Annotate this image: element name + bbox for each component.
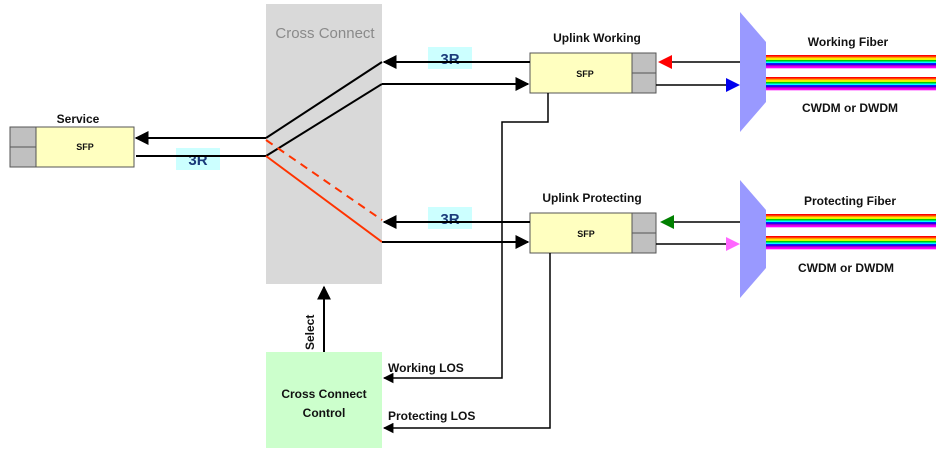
r3-protecting: 3R — [428, 207, 472, 229]
working-fiber-top-stripe — [766, 55, 936, 57]
r3-service-box — [176, 148, 220, 170]
protecting-fiber-top-stripe — [766, 222, 936, 225]
protecting-los-label: Protecting LOS — [388, 409, 475, 423]
working-mux — [740, 12, 766, 132]
working-fiber-bottom-stripe — [766, 78, 936, 81]
control-line-1: Cross Connect — [281, 387, 366, 401]
r3-working-box — [428, 47, 472, 69]
protecting-fiber-title: Protecting Fiber — [804, 194, 896, 208]
working-fiber-bottom-stripe — [766, 88, 936, 91]
r3-working: 3R — [428, 47, 472, 69]
uplink-working-sfp — [529, 52, 633, 94]
control-box — [266, 352, 382, 448]
protecting-fiber-bottom-stripe — [766, 240, 936, 243]
working-fiber-top-stripe — [766, 64, 936, 67]
cross-connect-title: Cross Connect — [275, 25, 375, 42]
cross-connect-control: Cross Connect Control — [266, 352, 382, 448]
uplink-protecting-sfp-label: SFP — [577, 229, 595, 239]
uplink-working-block: Uplink Working SFP — [529, 31, 657, 94]
cross-connect: Cross Connect — [266, 4, 382, 284]
protecting-fiber-bottom-stripe — [766, 236, 936, 238]
working-fiber-bottom-stripe — [766, 83, 936, 86]
working-fiber-top-stripe — [766, 58, 936, 61]
uplink-protecting-title: Uplink Protecting — [542, 191, 641, 205]
select-label: Select — [303, 315, 317, 350]
uplink-working-sfp-label: SFP — [576, 69, 594, 79]
r3-service: 3R — [176, 148, 220, 170]
working-los-label: Working LOS — [388, 361, 464, 375]
r3-working-label: 3R — [440, 51, 459, 68]
working-fiber-top-stripe — [766, 61, 936, 64]
protecting-fiber-bottom-stripe — [766, 239, 936, 242]
xc-path-protect-dashed — [265, 139, 383, 221]
working-fiber-title: Working Fiber — [808, 35, 889, 49]
working-fiber-band-bottom — [766, 77, 936, 91]
working-fiber-bottom-stripe — [766, 86, 936, 89]
working-fiber-band-top — [766, 55, 936, 69]
protecting-fiber-top-stripe — [766, 223, 936, 226]
protecting-in-arrowhead — [660, 215, 674, 229]
r3-service-label: 3R — [188, 152, 207, 169]
protecting-out-arrowhead — [726, 237, 740, 251]
xc-path-working-1 — [265, 61, 383, 139]
protecting-fiber-bottom-stripe — [766, 237, 936, 240]
working-fiber-top-stripe — [766, 66, 936, 69]
r3-protecting-box — [428, 207, 472, 229]
working-fiber-subtitle: CWDM or DWDM — [802, 101, 898, 115]
working-fiber-top-stripe — [766, 56, 936, 59]
protecting-fiber-top-stripe — [766, 218, 936, 221]
working-fiber-top-stripe — [766, 63, 936, 66]
protecting-los-line — [382, 253, 551, 434]
service-block: Service SFP — [9, 112, 135, 168]
working-fiber-bottom-stripe — [766, 81, 936, 84]
protecting-fiber-top-stripe — [766, 225, 936, 228]
service-sfp-label: SFP — [76, 142, 94, 152]
service-title: Service — [57, 112, 100, 126]
cross-connect-panel — [266, 4, 382, 284]
protecting-fiber-top-stripe — [766, 220, 936, 223]
xc-path-protect-solid — [265, 155, 383, 243]
working-los-line — [382, 93, 549, 384]
uplink-working-title: Uplink Working — [553, 31, 641, 45]
protecting-fiber-top-stripe — [766, 214, 936, 216]
protecting-fiber-bottom-stripe — [766, 245, 936, 248]
protecting-fiber-band-top — [766, 214, 936, 228]
working-fiber-bottom-stripe — [766, 80, 936, 83]
protecting-fiber-top-stripe — [766, 215, 936, 218]
working-in-arrowhead — [658, 55, 672, 69]
working-fiber-bottom-stripe — [766, 77, 936, 79]
protecting-fiber-top-stripe — [766, 217, 936, 220]
protecting-fiber-bottom-stripe — [766, 247, 936, 250]
protecting-mux — [740, 180, 766, 298]
protecting-fiber-bottom-stripe — [766, 242, 936, 245]
protecting-fiber-subtitle: CWDM or DWDM — [798, 261, 894, 275]
xc-path-working-2 — [265, 83, 383, 157]
r3-protecting-label: 3R — [440, 211, 459, 228]
uplink-protecting-block: Uplink Protecting SFP — [529, 191, 657, 254]
working-fiber-top-stripe — [766, 59, 936, 62]
service-sfp — [35, 126, 135, 168]
protecting-fiber-bottom-stripe — [766, 244, 936, 247]
protecting-fiber-band-bottom — [766, 236, 936, 250]
working-out-arrowhead — [726, 78, 740, 92]
working-fiber-bottom-stripe — [766, 85, 936, 88]
control-line-2: Control — [303, 406, 346, 420]
